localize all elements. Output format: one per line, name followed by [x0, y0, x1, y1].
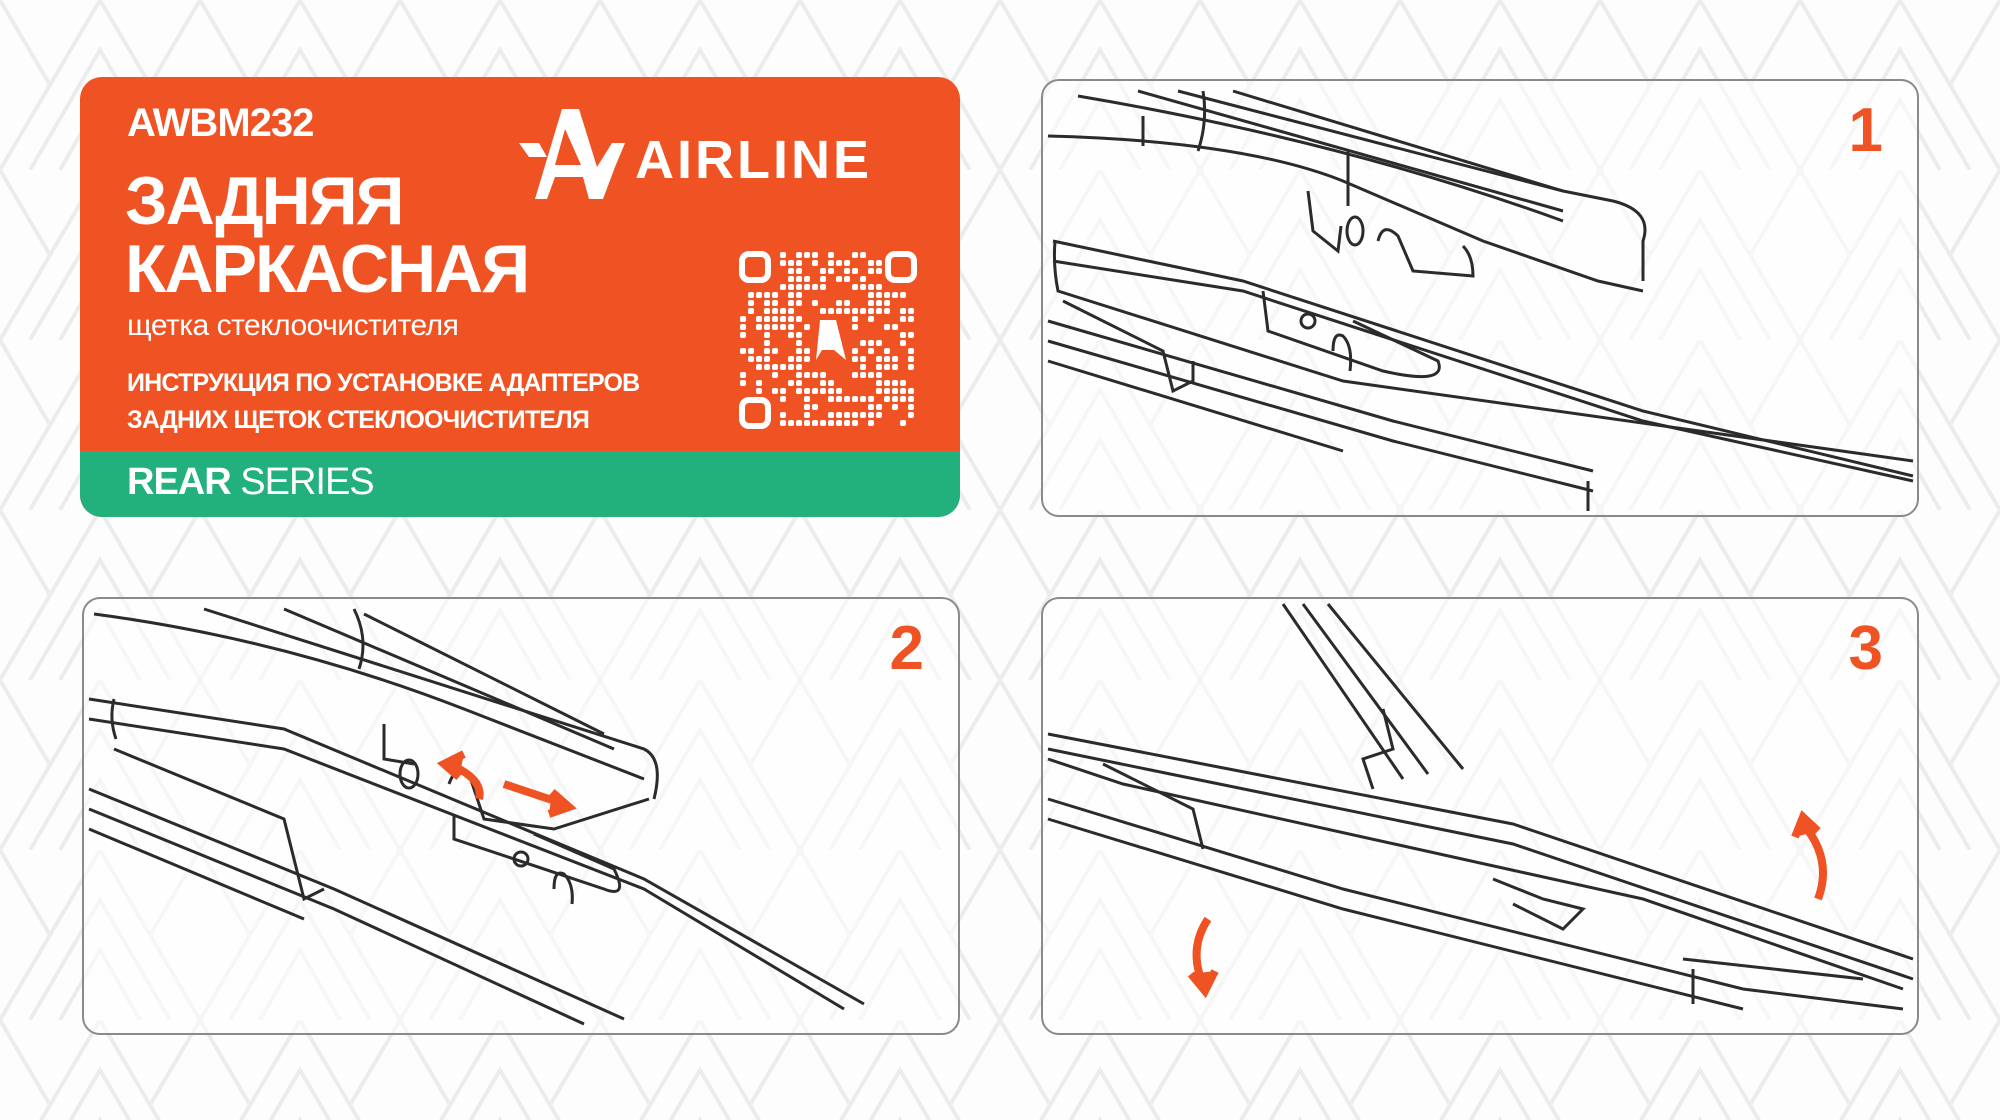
- qr-code[interactable]: [738, 250, 918, 430]
- airline-star-logo-icon: [519, 109, 625, 199]
- step-3-illustration: [1047, 603, 1914, 1011]
- product-subtitle: щетка стеклоочистителя: [127, 309, 459, 342]
- instruction-title: ИНСТРУКЦИЯ ПО УСТАНОВКЕ АДАПТЕРОВ ЗАДНИХ…: [127, 365, 640, 439]
- arrows-icon: [436, 750, 577, 818]
- series-rest: SERIES: [240, 461, 374, 503]
- step-number-3: 3: [1848, 614, 1883, 683]
- product-sku: AWBM232: [127, 101, 314, 145]
- step-1-panel: 1: [1041, 79, 1919, 517]
- title-line-2: КАРКАСНАЯ: [125, 231, 530, 307]
- step-number-1: 1: [1848, 96, 1883, 165]
- product-title: ЗАДНЯЯ КАРКАСНАЯ: [125, 163, 530, 307]
- title-line-1: ЗАДНЯЯ: [125, 163, 405, 239]
- instruction-line-1: ИНСТРУКЦИЯ ПО УСТАНОВКЕ АДАПТЕРОВ: [127, 369, 640, 397]
- series-band: [80, 451, 960, 517]
- step-3-panel: 3: [1041, 597, 1919, 1035]
- instruction-line-2: ЗАДНИХ ЩЕТОК СТЕКЛООЧИСТИТЕЛЯ: [127, 406, 590, 434]
- series-label: REAR SERIES: [127, 461, 375, 504]
- series-bold: REAR: [127, 461, 232, 503]
- brand-name: AIRLINE: [635, 130, 872, 190]
- step-number-2: 2: [889, 614, 924, 683]
- step-2-panel: 2: [82, 597, 960, 1035]
- step-1-illustration: [1047, 89, 1914, 511]
- product-card: AWBM232 ЗАДНЯЯ КАРКАСНАЯ щетка стеклоочи…: [80, 77, 960, 517]
- rotate-arrows-icon: [1187, 810, 1827, 999]
